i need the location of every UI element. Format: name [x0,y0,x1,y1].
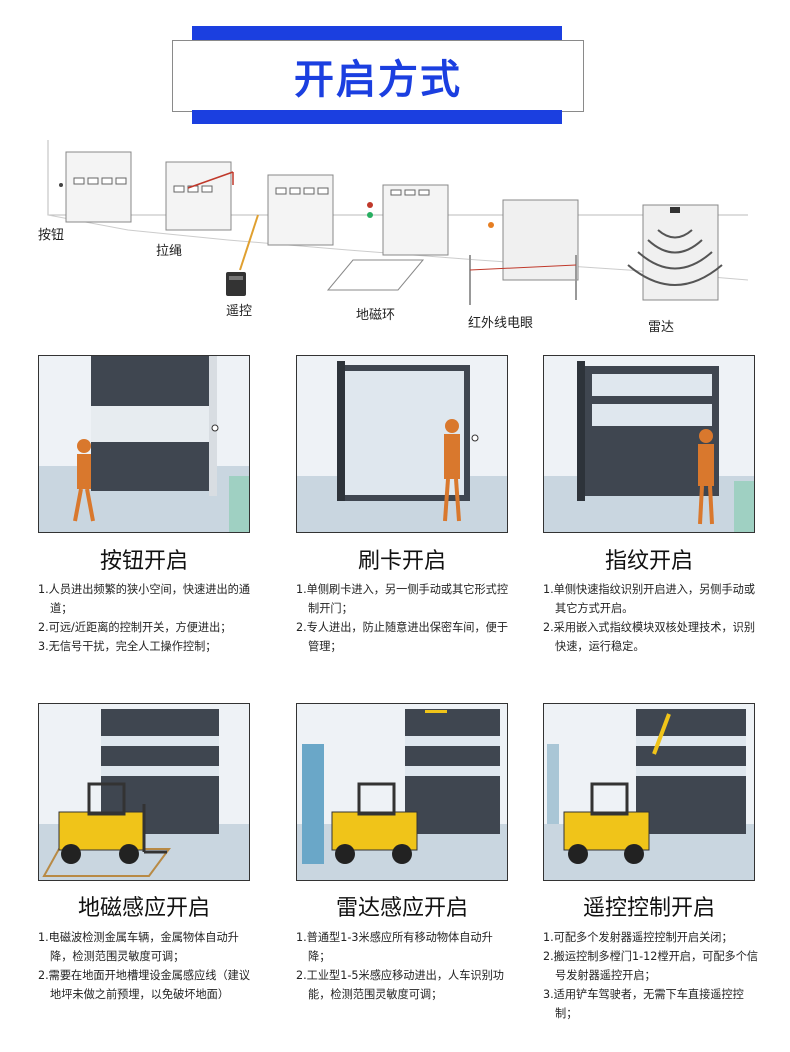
label-remote: 遥控 [226,304,253,319]
card-desc-line: 2.可远/近距离的控制开关，方便进出； [38,621,232,634]
door-pullcord-scene [165,161,234,231]
card-desc-card-swipe: 1.单侧刷卡进入，另一侧手动或其它形式控制开门； 2.专人进出，防止随意进出保密… [296,580,512,656]
header-box: 开启方式 [172,40,584,112]
card-desc-line: 2.工业型1-5米感应移动进出，人车识别功能，检测范围灵敏度可调； [296,969,504,1001]
header-bar-top [192,26,562,40]
card-desc-line: 2.专人进出，防止随意进出保密车间，便于管理； [296,621,509,653]
door-button-scene [59,151,132,223]
card-desc-line: 3.无信号干扰，完全人工操作控制； [38,640,217,653]
page-title: 开启方式 [294,57,462,103]
card-desc-line: 1.人员进出频繁的狭小空间，快速进出的通道； [38,583,251,615]
label-infrared: 红外线电眼 [468,316,534,331]
scene-drawing [47,140,749,305]
label-ground-loop: 地磁环 [356,308,396,323]
door-radar-scene [627,204,723,301]
card-desc-line: 3.适用铲车驾驶者，无需下车直接遥控控制； [543,988,744,1020]
header-bar-bottom [192,110,562,124]
card-desc-button: 1.人员进出频繁的狭小空间，快速进出的通道； 2.可远/近距离的控制开关，方便进… [38,580,254,656]
card-desc-line: 2.采用嵌入式指纹模块双核处理技术，识别快速，运行稳定。 [543,621,756,653]
door-infrared-scene [469,199,579,305]
door-groundloop-scene [326,184,449,291]
opening-methods-illustration: 按钮 拉绳 遥控 地磁环 红外线电眼 雷达 [28,130,768,345]
label-button: 按钮 [38,228,65,243]
card-desc-line: 1.单侧刷卡进入，另一侧手动或其它形式控制开门； [296,583,509,615]
door-remote-scene [226,174,334,296]
card-desc-fingerprint: 1.单侧快速指纹识别开启进入，另侧手动或其它方式开启。 2.采用嵌入式指纹模块双… [543,580,759,656]
card-title-ground-magnetic: 地磁感应开启 [77,896,210,921]
card-desc-ground-magnetic: 1.电磁波检测金属车辆，金属物体自动升降，检测范围灵敏度可调； 2.需要在地面开… [38,928,254,1004]
card-desc-remote: 1.可配多个发射器遥控控制开启关闭； 2.搬运控制多樘门1-12樘开启，可配多个… [543,928,759,1023]
card-desc-line: 2.搬运控制多樘门1-12樘开启，可配多个信号发射器遥控开启； [543,950,759,982]
card-desc-line: 1.单侧快速指纹识别开启进入，另侧手动或其它方式开启。 [543,583,756,615]
card-image-card-swipe [296,355,508,533]
card-desc-line: 1.电磁波检测金属车辆，金属物体自动升降，检测范围灵敏度可调； [38,931,239,963]
card-image-ground-magnetic [38,703,250,881]
card-desc-line: 1.可配多个发射器遥控控制开启关闭； [543,931,733,944]
card-title-remote: 遥控控制开启 [582,896,715,921]
card-image-fingerprint [543,355,755,533]
card-image-radar [296,703,508,881]
card-title-card-swipe: 刷卡开启 [357,549,446,574]
card-image-button [38,355,250,533]
card-title-fingerprint: 指纹开启 [604,549,693,574]
card-title-radar: 雷达感应开启 [335,896,468,921]
card-desc-line: 1.普通型1-3米感应所有移动物体自动升降； [296,931,493,963]
label-pull-cord: 拉绳 [156,244,183,259]
card-desc-radar: 1.普通型1-3米感应所有移动物体自动升降； 2.工业型1-5米感应移动进出，人… [296,928,512,1004]
card-image-remote [543,703,755,881]
card-title-button: 按钮开启 [99,549,188,574]
label-radar: 雷达 [648,320,675,335]
card-desc-line: 2.需要在地面开地槽埋设金属感应线（建议地坪未做之前预埋，以免破坏地面） [38,969,251,1001]
